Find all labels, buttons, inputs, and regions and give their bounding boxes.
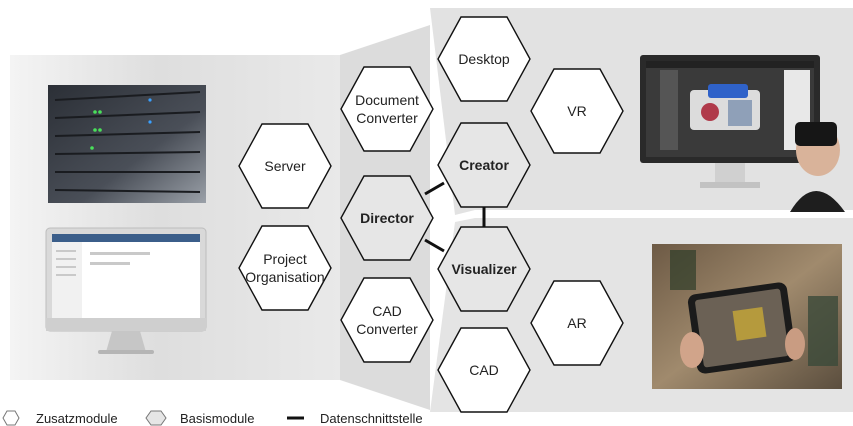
hex-director [340, 175, 434, 261]
hex-ar [530, 280, 624, 366]
label-cad: CAD [469, 362, 499, 378]
hex-creator [437, 122, 531, 208]
hex-desktop [437, 16, 531, 102]
label-desktop: Desktop [458, 51, 510, 67]
label-document-converter-line1: Document [355, 92, 419, 108]
label-project-organisation-line1: Project [263, 251, 307, 267]
label-document-converter-line2: Converter [356, 110, 418, 126]
label-vr: VR [567, 103, 586, 119]
ar-tablet-image [652, 244, 842, 389]
hex-server [238, 123, 332, 209]
label-cad-converter-line2: Converter [356, 321, 418, 337]
hex-visualizer [437, 226, 531, 312]
label-visualizer: Visualizer [451, 261, 517, 277]
connectors [424, 181, 486, 253]
legend-base-module-icon [145, 410, 167, 426]
connector-director-visualizer [424, 238, 445, 253]
legend-additional-modules: Zusatzmodule [36, 411, 118, 426]
hex-vr [530, 68, 624, 154]
label-cad-converter-line1: CAD [372, 303, 402, 319]
imac-image [45, 227, 207, 354]
hex-cad [437, 327, 531, 413]
label-ar: AR [567, 315, 586, 331]
legend-base-modules: Basismodule [180, 411, 254, 426]
hex-document-converter [340, 66, 434, 152]
hex-cad-converter [340, 277, 434, 363]
engine-model-icon [690, 84, 760, 130]
legend-data-interface: Datenschnittstelle [320, 411, 423, 426]
vr-workstation-image [640, 55, 845, 212]
server-rack-image [48, 85, 206, 203]
label-creator: Creator [459, 157, 509, 173]
label-project-organisation-line2: Organisation [245, 269, 324, 285]
hex-project-organisation [238, 225, 332, 311]
vr-user-image [790, 122, 845, 212]
label-director: Director [360, 210, 414, 226]
label-server: Server [264, 158, 306, 174]
legend: Zusatzmodule Basismodule Datenschnittste… [2, 410, 423, 426]
connector-director-creator [424, 181, 445, 196]
legend-additional-module-icon [2, 410, 20, 426]
